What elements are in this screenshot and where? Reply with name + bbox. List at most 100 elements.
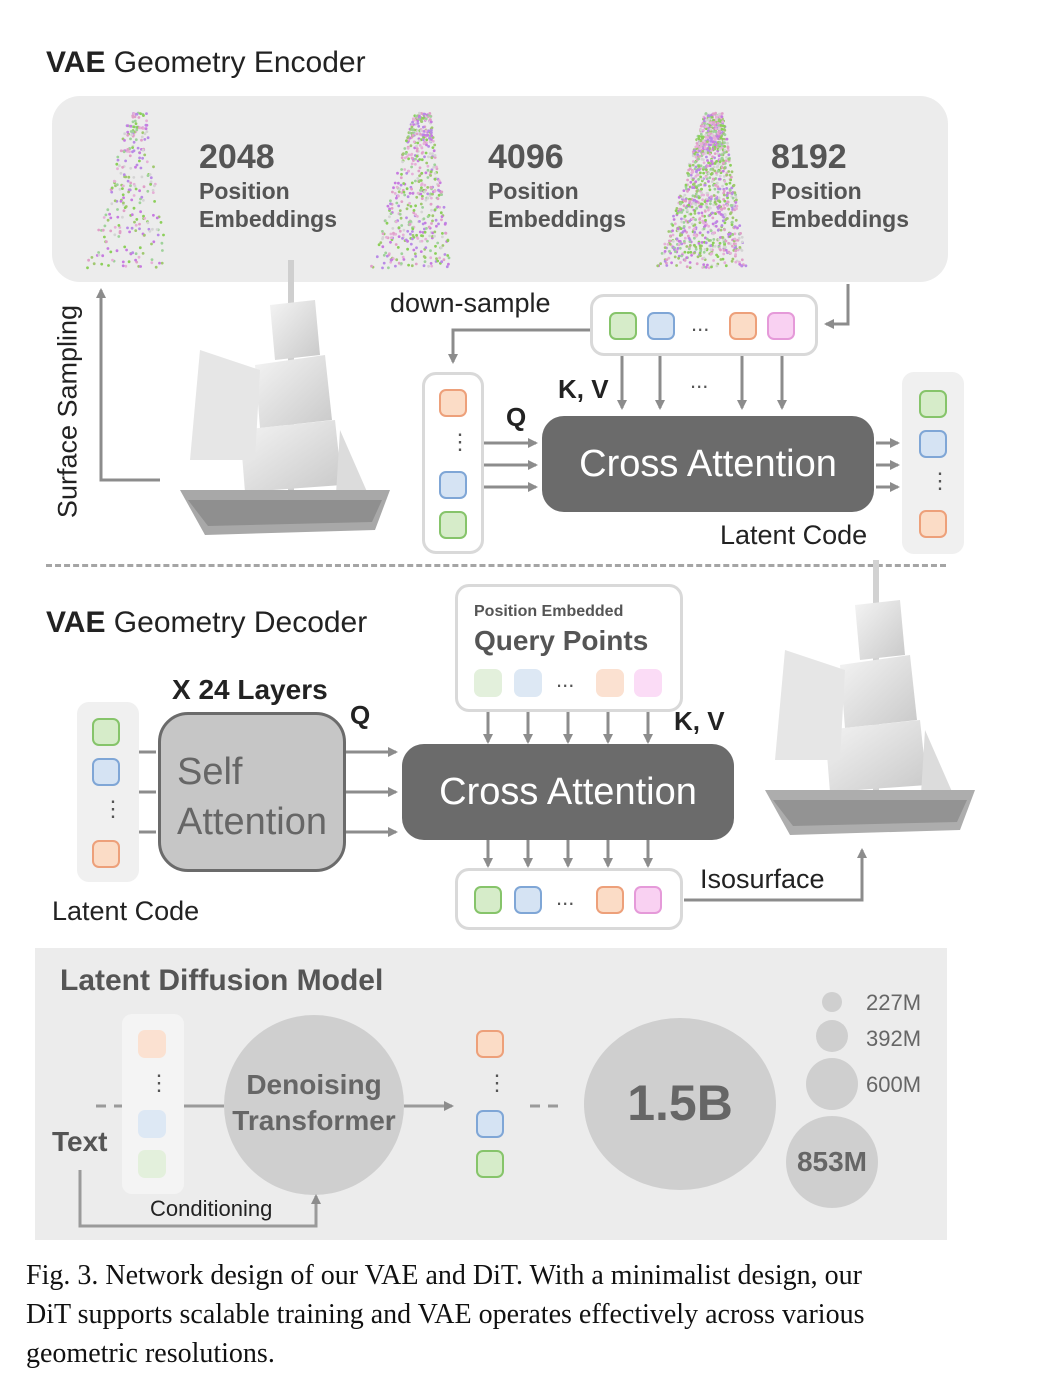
point-cloud-dot bbox=[443, 253, 447, 256]
point-cloud-dot bbox=[430, 196, 433, 200]
point-cloud-dot bbox=[416, 119, 420, 123]
point-cloud-dot bbox=[137, 255, 141, 259]
point-cloud-dot bbox=[103, 224, 107, 228]
point-cloud-dot bbox=[145, 160, 149, 164]
point-cloud-dot bbox=[677, 256, 680, 260]
point-cloud-dot bbox=[442, 205, 446, 209]
point-cloud-dot bbox=[740, 258, 744, 262]
point-cloud-dot bbox=[722, 203, 726, 207]
point-cloud-dot bbox=[439, 211, 443, 215]
point-cloud-dot bbox=[389, 240, 392, 244]
point-cloud-dot bbox=[430, 131, 433, 134]
point-cloud-dot bbox=[426, 192, 430, 196]
point-cloud-dot bbox=[725, 194, 729, 197]
point-cloud-dot bbox=[693, 160, 697, 164]
point-cloud-dot bbox=[113, 199, 117, 203]
model-size-1-5b: 1.5B bbox=[584, 1018, 776, 1190]
point-cloud-dot bbox=[738, 224, 742, 227]
sample-count: 8192 bbox=[771, 138, 847, 176]
point-cloud-dot bbox=[161, 249, 164, 252]
point-cloud-dot bbox=[693, 251, 696, 255]
point-cloud-dot bbox=[720, 115, 724, 118]
point-cloud-dot bbox=[139, 210, 142, 214]
point-cloud-dot bbox=[730, 170, 734, 174]
point-cloud-dot bbox=[410, 181, 414, 185]
point-cloud-dot bbox=[705, 168, 708, 172]
point-cloud-dot bbox=[439, 246, 443, 250]
point-cloud-dot bbox=[128, 154, 132, 158]
point-cloud-dot bbox=[704, 133, 708, 137]
point-cloud-dot bbox=[656, 264, 660, 268]
point-cloud-dot bbox=[683, 214, 687, 218]
point-cloud-dot bbox=[429, 118, 432, 121]
point-cloud-dot bbox=[716, 190, 720, 194]
point-cloud-dot bbox=[713, 244, 717, 248]
point-cloud-dot bbox=[420, 234, 423, 237]
point-cloud-dot bbox=[416, 122, 420, 125]
point-cloud-dot bbox=[135, 128, 139, 132]
point-cloud-dot bbox=[148, 229, 152, 233]
point-cloud-dot bbox=[665, 264, 669, 267]
point-cloud-dot bbox=[695, 186, 698, 189]
point-cloud-dot bbox=[697, 165, 701, 168]
point-cloud-dot bbox=[427, 129, 431, 133]
point-cloud-dot bbox=[729, 204, 733, 207]
point-cloud-dot bbox=[701, 136, 704, 140]
point-cloud-dot bbox=[730, 259, 734, 263]
point-cloud-dot bbox=[736, 248, 740, 252]
point-cloud-dot bbox=[385, 221, 389, 225]
point-cloud-dot bbox=[159, 221, 163, 224]
point-cloud-dot bbox=[735, 204, 739, 208]
point-cloud-dot bbox=[691, 154, 695, 158]
point-cloud-dot bbox=[135, 218, 139, 221]
point-cloud-dot bbox=[738, 246, 742, 249]
point-cloud-dot bbox=[706, 199, 709, 203]
point-cloud-dot bbox=[691, 186, 694, 189]
point-cloud-dot bbox=[415, 114, 418, 118]
point-cloud-dot bbox=[138, 151, 142, 155]
point-cloud-dot bbox=[118, 226, 122, 229]
point-cloud-dot bbox=[414, 162, 417, 166]
point-cloud-dot bbox=[399, 183, 403, 187]
point-cloud-dot bbox=[681, 208, 685, 212]
point-cloud-dot bbox=[684, 219, 688, 223]
point-cloud-dot bbox=[702, 256, 706, 260]
point-cloud-dot bbox=[141, 156, 144, 160]
point-cloud-dot bbox=[149, 183, 152, 186]
point-cloud-dot bbox=[721, 219, 725, 223]
point-cloud-dot bbox=[138, 201, 142, 205]
point-cloud-dot bbox=[685, 208, 689, 212]
self-attention-line2: Attention bbox=[177, 801, 327, 843]
point-cloud-dot bbox=[429, 249, 432, 253]
point-cloud-dot bbox=[134, 258, 137, 262]
point-cloud-dot bbox=[384, 251, 388, 255]
point-cloud-dot bbox=[402, 182, 406, 185]
query-points-box: Position Embedded Query Points ... bbox=[455, 584, 683, 712]
point-cloud-dot bbox=[699, 132, 703, 136]
point-cloud-dot bbox=[706, 159, 709, 162]
token-blue bbox=[514, 669, 542, 697]
point-cloud-dot bbox=[124, 264, 128, 268]
point-cloud-dot bbox=[420, 186, 423, 190]
point-cloud-dot bbox=[707, 132, 711, 136]
point-cloud-dot bbox=[671, 239, 675, 243]
point-cloud-dot bbox=[122, 201, 125, 205]
point-cloud-dot bbox=[727, 170, 731, 173]
point-cloud-dot bbox=[414, 179, 417, 183]
point-cloud-dot bbox=[87, 258, 90, 262]
point-cloud-dot bbox=[730, 186, 734, 190]
point-cloud-dot bbox=[409, 242, 413, 246]
point-cloud-dot bbox=[716, 121, 720, 125]
point-cloud-dot bbox=[708, 184, 711, 188]
point-cloud-dot bbox=[151, 227, 154, 231]
point-cloud-dot bbox=[697, 211, 701, 215]
point-cloud-dot bbox=[668, 250, 671, 253]
point-cloud-dot bbox=[723, 166, 726, 170]
point-cloud-dot bbox=[733, 232, 737, 236]
point-cloud-dot bbox=[122, 209, 126, 213]
point-cloud-dot bbox=[691, 194, 695, 198]
point-cloud-dot bbox=[134, 223, 138, 227]
point-cloud-dot bbox=[736, 226, 739, 230]
point-cloud-dot bbox=[427, 145, 430, 148]
point-cloud-dot bbox=[717, 118, 721, 121]
